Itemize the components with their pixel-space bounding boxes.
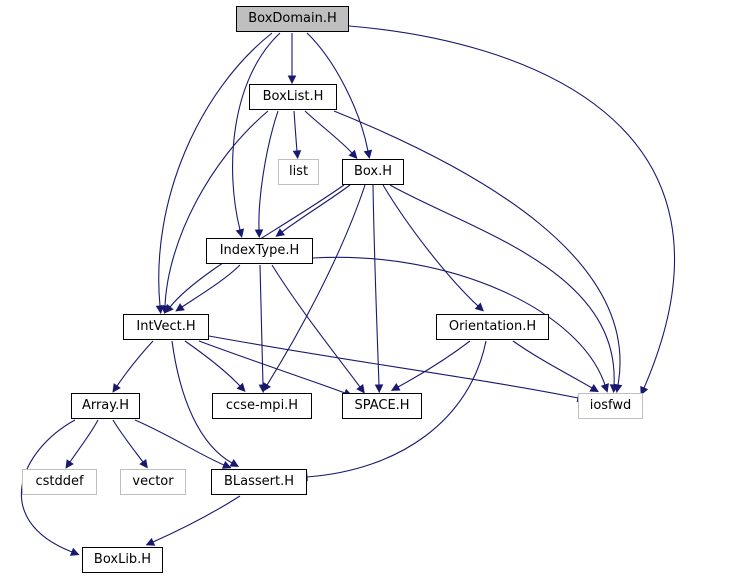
arrowhead-intvect-to-ccsempi	[236, 382, 246, 392]
node-array-h[interactable]: Array.H	[71, 393, 140, 419]
arrowhead-array-to-boxlib	[69, 547, 80, 556]
node-intvect-h[interactable]: IntVect.H	[123, 314, 209, 340]
edge-indextype-to-intvect	[181, 264, 241, 308]
arrowhead-array-to-cstddef	[65, 459, 74, 469]
edge-box-to-indextype	[281, 184, 351, 233]
edge-box-to-ccsempi	[266, 184, 366, 386]
edge-indextype-to-space	[271, 264, 361, 388]
arrowhead-boxdomain-to-iosfwd	[640, 385, 649, 396]
edge-intvect-to-array	[116, 340, 154, 387]
arrowhead-box-to-iosfwd	[609, 384, 619, 394]
node-space-h[interactable]: SPACE.H	[342, 393, 422, 419]
arrowhead-blassert-to-boxlib	[145, 537, 156, 546]
node-orientation-h[interactable]: Orientation.H	[436, 314, 549, 340]
node-boxlist-h[interactable]: BoxList.H	[249, 84, 337, 110]
edge-boxlist-to-indextype	[258, 110, 279, 231]
arrowhead-orientation-to-iosfwd	[589, 384, 599, 393]
edge-array-to-blassert	[134, 419, 225, 466]
edge-box-to-iosfwd	[389, 184, 615, 386]
edge-boxdomain-to-box	[306, 32, 369, 152]
edge-box-to-orientation	[382, 184, 479, 307]
node-iosfwd[interactable]: iosfwd	[578, 393, 643, 419]
edge-boxlist-to-box	[304, 110, 353, 154]
edge-boxlist-to-list	[293, 110, 298, 152]
arrowhead-indextype-to-ccsempi	[258, 384, 268, 394]
arrowhead-indextype-to-intvect	[175, 303, 185, 312]
edge-array-to-cstddef	[69, 419, 99, 463]
arrowhead-box-to-intvect	[164, 303, 174, 314]
edge-boxlist-to-iosfwd	[333, 110, 621, 386]
arrowhead-indextype-to-iosfwd	[600, 383, 609, 393]
arrowhead-box-to-indextype	[275, 228, 285, 237]
arrowhead-array-to-vector	[139, 459, 148, 469]
node-ccse-mpi-h[interactable]: ccse-mpi.H	[212, 393, 312, 419]
edge-indextype-to-iosfwd	[312, 256, 606, 386]
edge-boxdomain-to-intvect	[158, 32, 273, 307]
node-vector[interactable]: vector	[120, 469, 186, 495]
arrowhead-indextype-to-space	[356, 384, 365, 394]
arrowhead-box-to-space	[374, 384, 384, 394]
edge-orientation-to-iosfwd	[512, 340, 593, 389]
edge-array-to-vector	[112, 419, 144, 463]
arrowhead-boxlist-to-indextype	[254, 229, 264, 239]
node-list[interactable]: list	[278, 159, 319, 185]
arrowhead-boxlist-to-list	[292, 150, 302, 160]
node-indextype-h[interactable]: IndexType.H	[206, 238, 313, 264]
arrowhead-boxdomain-to-box	[363, 149, 373, 159]
edge-boxdomain-to-iosfwd	[348, 25, 676, 389]
arrowhead-intvect-to-array	[112, 383, 121, 393]
arrowhead-boxlist-to-box	[348, 149, 358, 159]
edge-blassert-to-boxlib	[152, 495, 241, 543]
edge-indextype-to-ccsempi	[259, 264, 264, 386]
arrowhead-box-to-orientation	[474, 302, 484, 312]
node-blassert-h[interactable]: BLassert.H	[211, 469, 307, 495]
node-boxlib-h[interactable]: BoxLib.H	[82, 547, 163, 573]
edge-box-to-space	[372, 184, 380, 386]
edge-intvect-to-ccsempi	[184, 340, 241, 387]
arrowhead-boxdomain-to-boxlist	[287, 75, 297, 85]
arrowhead-orientation-to-space	[390, 382, 401, 391]
node-cstddef[interactable]: cstddef	[22, 469, 97, 495]
edge-orientation-to-blassert	[306, 340, 487, 478]
node-boxdomain-h[interactable]: BoxDomain.H	[236, 6, 349, 32]
arrowhead-boxdomain-to-indextype	[235, 228, 245, 238]
edge-boxdomain-to-indextype	[232, 32, 281, 231]
edge-orientation-to-space	[397, 340, 471, 388]
edge-intvect-to-blassert	[171, 340, 233, 464]
edge-boxlist-to-intvect	[164, 110, 269, 307]
edge-intvect-to-space	[198, 340, 346, 394]
edge-intvect-to-iosfwd	[208, 335, 579, 399]
arrowhead-intvect-to-blassert	[229, 458, 240, 467]
node-box-h[interactable]: Box.H	[342, 159, 404, 185]
arrowhead-array-to-blassert	[221, 460, 232, 469]
